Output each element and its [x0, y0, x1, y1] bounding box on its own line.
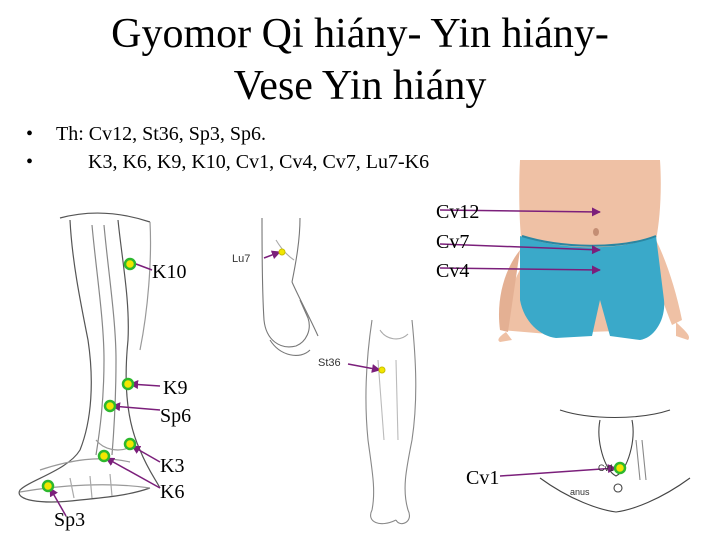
acupoint-sp3 — [43, 481, 53, 491]
perineum-drawing — [540, 410, 690, 512]
acupoint-k10 — [125, 259, 135, 269]
anus-label: anus — [570, 487, 590, 497]
label-k9: K9 — [163, 376, 187, 400]
hand-drawing — [262, 218, 318, 355]
acupoint-k3 — [125, 439, 135, 449]
label-cv4: Cv4 — [436, 259, 469, 283]
acupoint-cv1 — [615, 463, 625, 473]
label-k6: K6 — [160, 480, 184, 504]
label-k3: K3 — [160, 454, 184, 478]
label-k10: K10 — [152, 260, 186, 284]
acupoint-lu7 — [279, 249, 285, 255]
lu7-label: Lu7 — [232, 253, 250, 265]
acupoint-st36 — [379, 367, 385, 373]
label-sp6: Sp6 — [160, 404, 191, 428]
lower-leg-drawing — [366, 320, 416, 524]
leg-foot-drawing — [19, 213, 160, 502]
label-cv1: Cv1 — [466, 466, 499, 490]
acupoint-sp6 — [105, 401, 115, 411]
label-cv7: Cv7 — [436, 230, 469, 254]
cv1-small-label: Cv1 — [598, 463, 614, 473]
acupoint-k6 — [99, 451, 109, 461]
acupoint-k9 — [123, 379, 133, 389]
st36-label: St36 — [318, 357, 341, 369]
label-sp3: Sp3 — [54, 508, 85, 532]
label-cv12: Cv12 — [436, 200, 479, 224]
torso-illustration — [498, 160, 689, 342]
